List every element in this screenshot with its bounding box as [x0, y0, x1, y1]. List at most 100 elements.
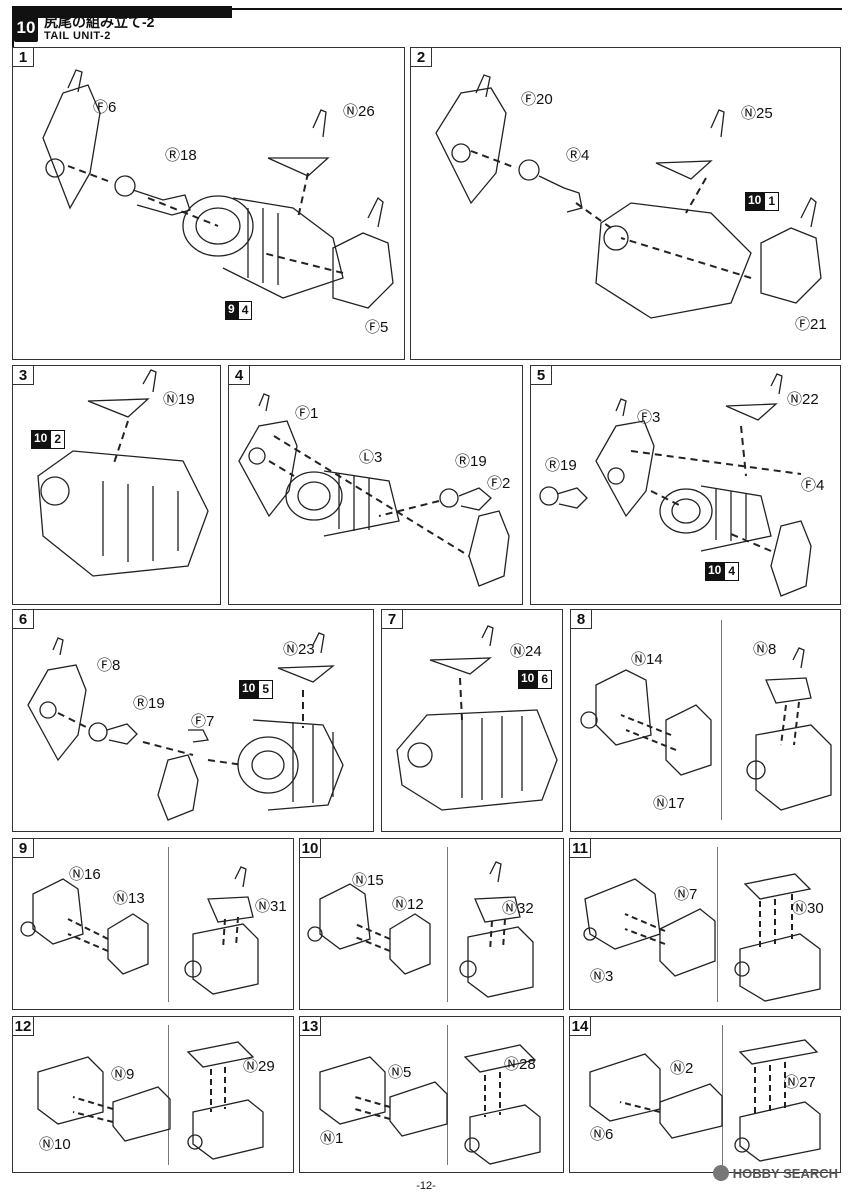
step-number: 8 [570, 609, 592, 629]
divider [447, 847, 448, 1002]
part-label: Ⓝ10 [39, 1136, 71, 1153]
divider [722, 1025, 723, 1165]
part-label: Ⓕ4 [801, 477, 825, 494]
step-number: 2 [410, 47, 432, 67]
part-label: Ⓕ21 [795, 316, 827, 333]
part-drawing [435, 74, 822, 319]
reference-step: 10 [31, 430, 51, 449]
step-panel: 12 Ⓝ9 Ⓝ29 Ⓝ10 [12, 1016, 294, 1173]
part-label: Ⓝ29 [243, 1058, 275, 1075]
part-label: Ⓕ1 [295, 405, 319, 422]
step-panel: 4 Ⓕ1 Ⓛ3 Ⓡ19 Ⓕ2 [228, 365, 523, 605]
reference-step: 10 [745, 192, 765, 211]
step-number-badge: 10 [14, 14, 38, 42]
part-drawing [37, 369, 209, 577]
part-label: Ⓝ27 [784, 1074, 816, 1091]
divider [721, 620, 722, 820]
step-panel: 14 Ⓝ2 Ⓝ27 Ⓝ6 [569, 1016, 841, 1173]
part-label: Ⓡ4 [566, 147, 590, 164]
part-label: Ⓝ7 [674, 886, 698, 903]
part-label: Ⓕ20 [521, 91, 553, 108]
step-panel: 9 Ⓝ16 Ⓝ13 Ⓝ31 [12, 838, 294, 1010]
part-drawing [20, 866, 259, 995]
step-panel: 8 Ⓝ14 Ⓝ8 Ⓝ17 [570, 609, 841, 832]
step-number: 1 [12, 47, 34, 67]
part-drawing [583, 873, 821, 1002]
part-drawing [27, 632, 344, 821]
reference-substep: 5 [258, 680, 274, 699]
part-label: Ⓝ12 [392, 896, 424, 913]
part-drawing [42, 69, 394, 309]
reference-substep: 1 [764, 192, 780, 211]
part-label: Ⓝ15 [352, 872, 384, 889]
part-label: Ⓕ3 [637, 409, 661, 426]
watermark: HOBBY SEARCH [712, 1165, 838, 1181]
header-frame [12, 8, 842, 50]
part-label: Ⓝ8 [753, 641, 777, 658]
part-label: Ⓝ19 [163, 391, 195, 408]
reference-step: 10 [705, 562, 725, 581]
part-label: Ⓝ14 [631, 651, 663, 668]
part-label: Ⓝ28 [504, 1056, 536, 1073]
part-label: Ⓝ22 [787, 391, 819, 408]
part-label: Ⓕ2 [487, 475, 511, 492]
part-label: Ⓝ31 [255, 898, 287, 915]
part-label: Ⓝ6 [590, 1126, 614, 1143]
part-label: Ⓝ1 [320, 1130, 344, 1147]
step-number: 6 [12, 609, 34, 629]
part-label: Ⓡ19 [545, 457, 577, 474]
step-panel: 11 Ⓝ7 Ⓝ30 Ⓝ3 [569, 838, 841, 1010]
part-drawing [539, 373, 812, 597]
part-label: Ⓝ23 [283, 641, 315, 658]
part-drawing [319, 1044, 541, 1165]
reference-step: 9 [225, 301, 238, 320]
step-number: 12 [12, 1016, 34, 1036]
part-label: Ⓕ7 [191, 713, 215, 730]
page-title: 尻尾の組み立て-2 [44, 14, 155, 30]
reference-substep: 4 [237, 301, 253, 320]
reference-substep: 4 [724, 562, 740, 581]
step-number: 10 [299, 838, 321, 858]
part-label: Ⓝ24 [510, 643, 542, 660]
part-label: Ⓝ3 [590, 968, 614, 985]
step-panel: 10 Ⓝ15 Ⓝ12 Ⓝ32 [299, 838, 564, 1010]
reference-step: 10 [239, 680, 259, 699]
part-label: Ⓝ13 [113, 890, 145, 907]
divider [168, 1025, 169, 1165]
divider [717, 847, 718, 1002]
part-label: Ⓛ3 [359, 449, 383, 466]
part-label: Ⓡ19 [133, 695, 165, 712]
step-number: 9 [12, 838, 34, 858]
watermark-text: HOBBY SEARCH [732, 1165, 838, 1181]
divider [168, 847, 169, 1002]
part-drawing [238, 393, 510, 587]
step-number: 7 [381, 609, 403, 629]
part-label: Ⓡ18 [165, 147, 197, 164]
part-drawing [307, 861, 534, 998]
part-drawing [589, 1039, 821, 1162]
part-label: Ⓝ32 [502, 900, 534, 917]
step-number: 4 [228, 365, 250, 385]
part-label: Ⓝ5 [388, 1064, 412, 1081]
part-label: Ⓝ17 [653, 795, 685, 812]
part-drawing [37, 1041, 264, 1160]
part-label: Ⓕ5 [365, 319, 389, 336]
step-number: 5 [530, 365, 552, 385]
part-label: Ⓡ19 [455, 453, 487, 470]
page-number: -12- [416, 1180, 436, 1192]
part-drawing [396, 625, 558, 811]
reference-substep: 6 [537, 670, 553, 689]
part-label: Ⓝ9 [111, 1066, 135, 1083]
instruction-header: 10 尻尾の組み立て-2 TAIL UNIT-2 [10, 6, 842, 50]
part-label: Ⓝ30 [792, 900, 824, 917]
step-number: 13 [299, 1016, 321, 1036]
